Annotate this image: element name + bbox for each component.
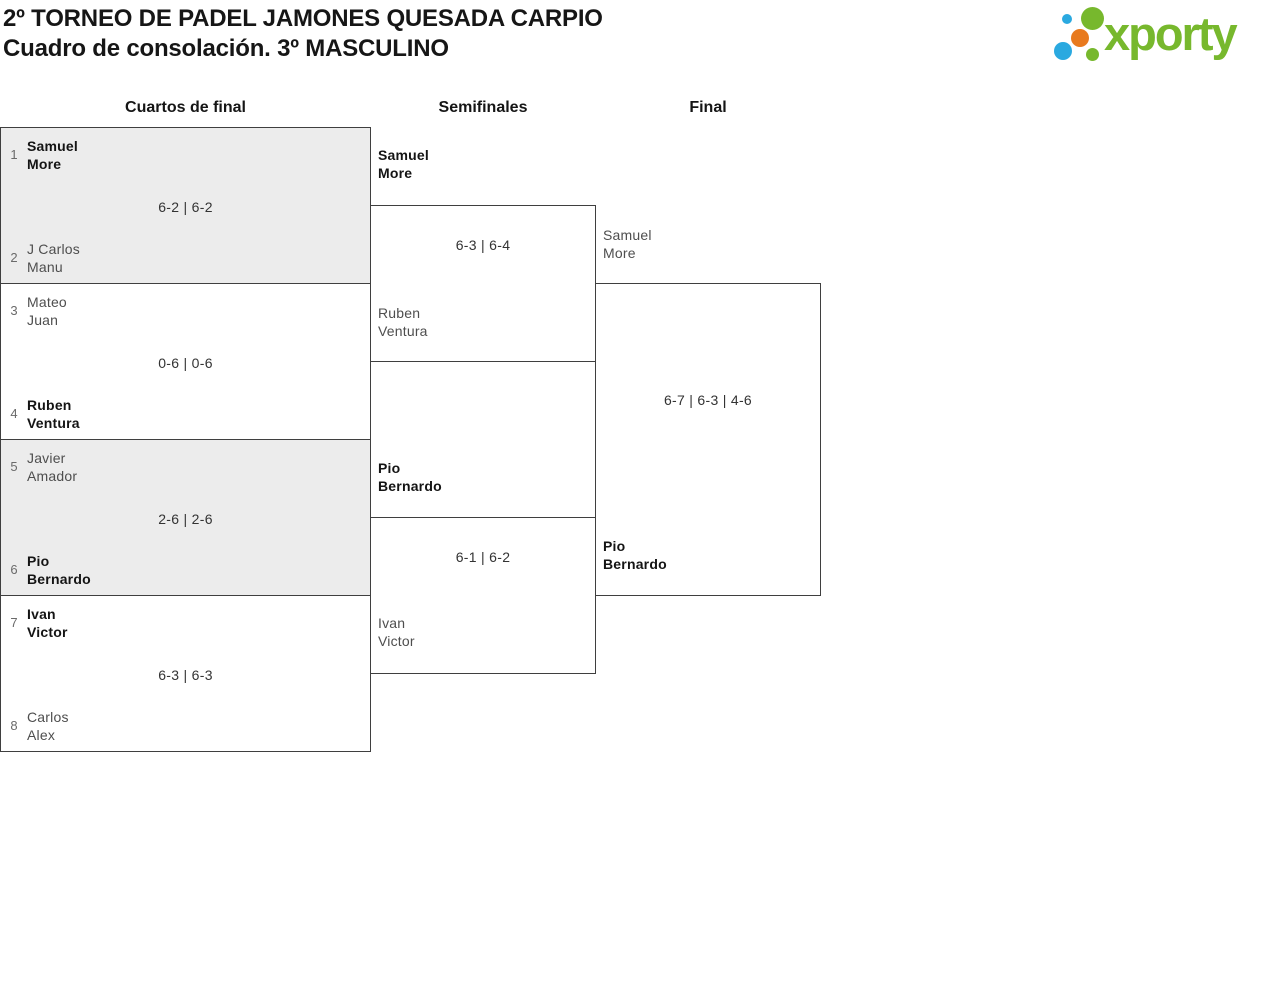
sf1-top-team: Samuel More (378, 146, 429, 182)
player-name: More (27, 156, 62, 172)
player-name: J Carlos (27, 241, 80, 257)
seed-number: 2 (10, 250, 18, 265)
seed-number: 3 (10, 303, 18, 318)
final-bottom-team: Pio Bernardo (603, 537, 667, 573)
qf4-bottom-team: Carlos Alex (27, 708, 69, 744)
qf1-top-team: Samuel More (27, 137, 78, 173)
match-qf1: 1 Samuel More 6-2 | 6-2 2 J Carlos Manu (0, 127, 371, 284)
logo-dot-orange-icon (1071, 29, 1089, 47)
match-qf4: 7 Ivan Victor 6-3 | 6-3 8 Carlos Alex (0, 595, 371, 752)
player-name: Javier (27, 450, 66, 466)
player-name: Samuel (378, 147, 429, 163)
player-name: Mateo (27, 294, 67, 310)
player-name: Pio (27, 553, 50, 569)
player-name: Juan (27, 312, 59, 328)
logo-dot-blue-small-icon (1062, 14, 1072, 24)
seed-number: 1 (10, 147, 18, 162)
round-header-cuartos: Cuartos de final (125, 99, 246, 116)
player-name: Victor (378, 633, 415, 649)
match-sf2-box (370, 517, 596, 674)
player-name: Ventura (27, 415, 80, 431)
qf3-score: 2-6 | 2-6 (158, 511, 213, 527)
sf1-bottom-team: Ruben Ventura (378, 304, 428, 340)
sf2-bottom-team: Ivan Victor (378, 614, 415, 650)
logo-dot-green-small-icon (1086, 48, 1099, 61)
logo-dot-green-big-icon (1081, 7, 1104, 30)
page-title: 2º TORNEO DE PADEL JAMONES QUESADA CARPI… (3, 5, 603, 32)
qf1-score: 6-2 | 6-2 (158, 199, 213, 215)
qf2-score: 0-6 | 0-6 (158, 355, 213, 371)
player-name: Manu (27, 259, 63, 275)
qf3-bottom-team: Pio Bernardo (27, 552, 91, 588)
logo-dot-blue-big-icon (1054, 42, 1072, 60)
player-name: More (378, 165, 413, 181)
seed-number: 7 (10, 615, 18, 630)
player-name: Samuel (27, 138, 78, 154)
player-name: Ruben (378, 305, 421, 321)
player-name: Alex (27, 727, 56, 743)
seed-number: 5 (10, 459, 18, 474)
match-qf2: 3 Mateo Juan 0-6 | 0-6 4 Ruben Ventura (0, 283, 371, 440)
sf2-score: 6-1 | 6-2 (455, 549, 511, 565)
match-qf3: 5 Javier Amador 2-6 | 2-6 6 Pio Bernardo (0, 439, 371, 596)
qf1-bottom-team: J Carlos Manu (27, 240, 80, 276)
logo-wordmark: xporty (1104, 7, 1238, 60)
player-name: Pio (378, 460, 401, 476)
round-header-semifinales: Semifinales (438, 99, 528, 116)
seed-number: 4 (10, 406, 18, 421)
player-name: Carlos (27, 709, 69, 725)
final-top-team: Samuel More (603, 226, 652, 262)
player-name: Ivan (27, 606, 56, 622)
round-header-final: Final (689, 99, 727, 116)
match-final-box (595, 283, 821, 596)
seed-number: 6 (10, 562, 18, 577)
sf1-score: 6-3 | 6-4 (455, 237, 511, 253)
player-name: Amador (27, 468, 78, 484)
xporty-logo[interactable]: xporty (1050, 5, 1280, 71)
player-name: Victor (27, 624, 68, 640)
final-score: 6-7 | 6-3 | 4-6 (663, 392, 753, 408)
qf4-score: 6-3 | 6-3 (158, 667, 213, 683)
qf4-top-team: Ivan Victor (27, 605, 68, 641)
sf2-top-team: Pio Bernardo (378, 459, 442, 495)
page-subtitle: Cuadro de consolación. 3º MASCULINO (3, 35, 449, 62)
player-name: More (603, 245, 636, 261)
player-name: Ruben (27, 397, 72, 413)
player-name: Ivan (378, 615, 406, 631)
qf2-top-team: Mateo Juan (27, 293, 67, 329)
seed-number: 8 (10, 718, 18, 733)
player-name: Samuel (603, 227, 652, 243)
qf3-top-team: Javier Amador (27, 449, 77, 485)
player-name: Bernardo (27, 571, 91, 587)
player-name: Bernardo (603, 556, 667, 572)
player-name: Ventura (378, 323, 428, 339)
page-header: 2º TORNEO DE PADEL JAMONES QUESADA CARPI… (3, 4, 603, 64)
player-name: Pio (603, 538, 626, 554)
qf2-bottom-team: Ruben Ventura (27, 396, 80, 432)
player-name: Bernardo (378, 478, 442, 494)
